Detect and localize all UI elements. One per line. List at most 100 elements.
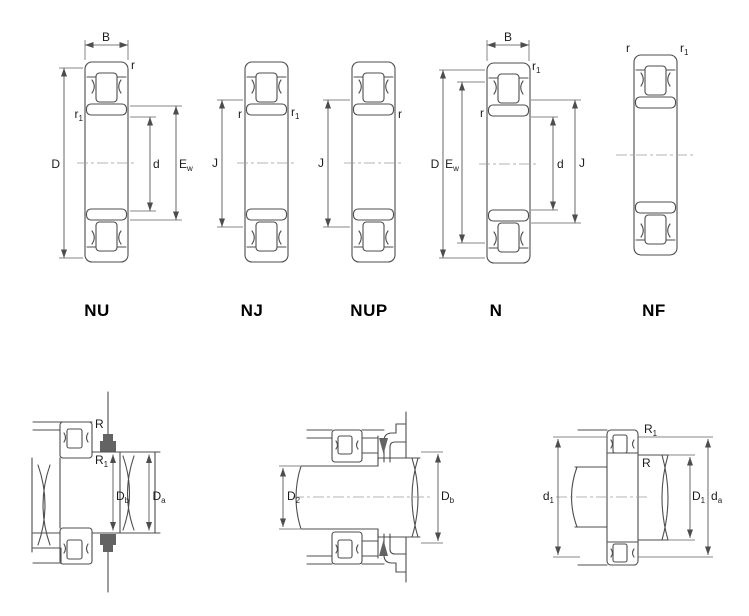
fig1-dim-left: Db bbox=[110, 454, 130, 531]
fig1-dim-right: Da bbox=[146, 454, 166, 531]
seal-nub-bottom bbox=[379, 540, 388, 556]
nu-dim-B: B bbox=[84, 30, 129, 60]
extension-lines bbox=[668, 454, 695, 541]
nu-dim-d-outer-label: D bbox=[51, 157, 60, 171]
housing-bracket-top bbox=[383, 423, 407, 463]
type-label-nj: NJ bbox=[241, 301, 264, 320]
extension-lines bbox=[421, 451, 443, 544]
roller-bottom bbox=[337, 539, 353, 559]
nj-fillet-r-label: r bbox=[238, 107, 242, 121]
bottom-row-mounting-figures: R R1 Db Da bbox=[31, 391, 723, 593]
sleeve-break-lens bbox=[411, 457, 419, 538]
nub-stem bbox=[103, 434, 113, 442]
nf-fillet-r-label: r bbox=[626, 41, 630, 55]
nu-dim-d: d bbox=[130, 116, 160, 212]
extension-lines bbox=[323, 99, 350, 228]
fig1-fillet-R-label: R bbox=[95, 417, 104, 431]
nj-fillet-r1-label: r1 bbox=[291, 105, 300, 121]
extension-lines bbox=[439, 69, 485, 259]
ring-face-lines bbox=[607, 452, 638, 543]
fig3-dim-right: da bbox=[638, 436, 723, 558]
bearing-section-n: B D Ew d J r1 r bbox=[431, 30, 585, 320]
nj-bearing-outline bbox=[244, 61, 289, 263]
roller bbox=[337, 435, 353, 455]
shaft-break-lens bbox=[122, 455, 135, 531]
fig3-dim-mid: D1 bbox=[668, 454, 706, 541]
outer-ring-column bbox=[606, 429, 639, 566]
n-dim-B: B bbox=[486, 30, 530, 61]
fig3-dim-mid-label: D1 bbox=[692, 489, 706, 505]
shaft-small-lines bbox=[300, 465, 379, 530]
housing-lines bbox=[32, 421, 93, 431]
n-dim-b-label: B bbox=[504, 30, 512, 44]
fig1-dim-left-label: Db bbox=[116, 489, 130, 505]
fig3-fillet-R-label: R bbox=[642, 456, 651, 470]
bearing-block-bottom bbox=[59, 527, 93, 565]
top-row-bearing-sections: B D d Ew r r1 NU bbox=[51, 30, 694, 320]
extension-lines bbox=[279, 465, 300, 530]
bearing-block-bottom bbox=[331, 531, 363, 565]
shaft-right-edges bbox=[119, 451, 156, 534]
fig3-dim-right-label: da bbox=[711, 489, 723, 505]
nu-dim-b-label: B bbox=[102, 30, 110, 44]
seal-nub-top bbox=[379, 438, 388, 454]
mounting-figure-1: R R1 Db Da bbox=[31, 391, 166, 593]
cage-arcs-bottom bbox=[63, 543, 89, 554]
nj-dim-j-label: J bbox=[212, 156, 218, 170]
nj-dim-J: J bbox=[212, 99, 243, 228]
n-dim-d: d bbox=[531, 116, 564, 211]
nu-dim-Ew: Ew bbox=[130, 105, 193, 221]
nub-stem bbox=[103, 544, 113, 552]
nu-dim-D: D bbox=[51, 67, 83, 259]
locating-nub-top bbox=[100, 391, 116, 452]
type-label-nu: NU bbox=[84, 301, 110, 320]
n-dim-d-bore-label: d bbox=[557, 157, 564, 171]
n-bearing-outline bbox=[486, 62, 531, 264]
n-dim-ew-label: Ew bbox=[445, 157, 459, 173]
shaft-right-break-lens bbox=[661, 454, 669, 541]
cage-arcs bbox=[335, 440, 359, 450]
shaft-right-lines bbox=[637, 454, 669, 541]
housing-bracket-bottom-inner bbox=[389, 533, 407, 555]
nf-fillet-r1-label: r1 bbox=[680, 41, 689, 57]
fig3-fillet-R1-label: R1 bbox=[644, 422, 658, 438]
nup-dim-j-label: J bbox=[318, 156, 324, 170]
spacer-lines-top bbox=[361, 435, 379, 461]
bearing-block bbox=[59, 421, 93, 459]
sleeve-lines bbox=[377, 457, 421, 538]
type-label-nf: NF bbox=[642, 301, 666, 320]
n-dim-j-label: J bbox=[579, 156, 585, 170]
roller-bottom bbox=[612, 543, 628, 563]
shaft-left-cap bbox=[295, 465, 302, 530]
n-dim-d-outer-label: D bbox=[431, 157, 440, 171]
roller-top bbox=[612, 434, 628, 454]
extension-lines bbox=[531, 116, 558, 211]
nub-base bbox=[100, 534, 116, 545]
nu-bearing-outline bbox=[84, 61, 129, 263]
spacer-lines-bottom bbox=[361, 533, 379, 559]
fig3-dim-left: d1 bbox=[543, 436, 607, 558]
cage-arcs bbox=[63, 432, 89, 443]
fig2-dim-right-label: Db bbox=[441, 489, 455, 505]
abutment-lines-bottom bbox=[306, 555, 385, 565]
nup-fillet-r-label: r bbox=[398, 107, 402, 121]
n-dim-D: D bbox=[431, 69, 485, 259]
fig1-fillet-R1-label: R1 bbox=[95, 453, 109, 469]
shaft-break-lens-left bbox=[37, 464, 51, 546]
nu-dim-ew-label: Ew bbox=[179, 157, 193, 173]
mounting-figure-2: D2 Db bbox=[279, 411, 455, 583]
fig3-dim-left-label: d1 bbox=[543, 489, 555, 505]
n-fillet-r1-label: r1 bbox=[532, 59, 541, 75]
nu-fillet-r1-label: r1 bbox=[75, 107, 84, 123]
bearing-section-nu: B D d Ew r r1 NU bbox=[51, 30, 193, 320]
nup-dim-J: J bbox=[318, 99, 350, 228]
ring-edge-lines-left bbox=[577, 429, 608, 566]
mounting-figure-3: R1 R d1 D1 da bbox=[543, 422, 723, 566]
extension-lines bbox=[638, 436, 713, 558]
bearing-block bbox=[331, 429, 363, 463]
roller bbox=[66, 428, 83, 449]
extension-lines bbox=[553, 436, 607, 558]
nu-fillet-r-label: r bbox=[131, 58, 135, 72]
